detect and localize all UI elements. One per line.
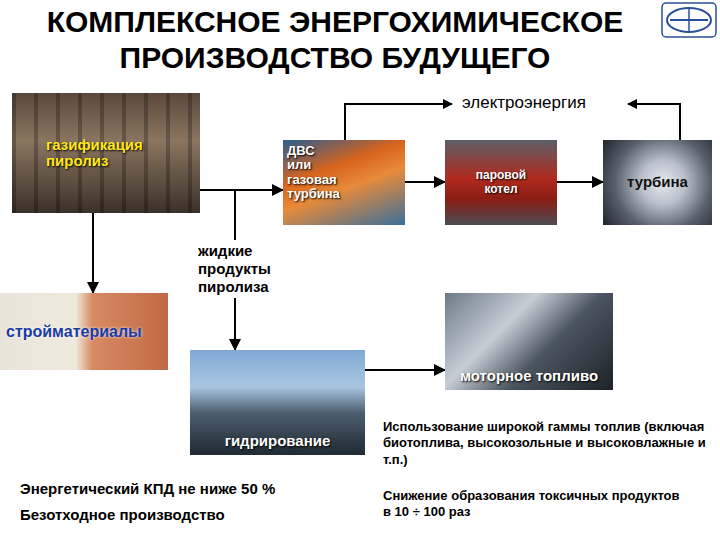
node-label: ДВС или газовая турбина xyxy=(287,144,340,201)
node-label: стройматериалы xyxy=(6,323,142,341)
flow-arrow xyxy=(405,181,445,183)
logo-emblem xyxy=(662,3,716,37)
note-text: Безотходное производство xyxy=(20,506,360,525)
node-label: паровой котел xyxy=(476,169,527,195)
node-label: турбина xyxy=(627,174,688,191)
node-label: моторное топливо xyxy=(460,368,598,385)
materials-photo: стройматериалы xyxy=(0,293,168,370)
flow-arrow xyxy=(92,213,94,293)
flow-arrow xyxy=(365,369,445,371)
edge-label: жидкие продукты пиролиза xyxy=(198,240,290,298)
flow-arrow xyxy=(557,181,603,183)
gasification-photo: газификация пиролиз xyxy=(12,93,200,213)
node-label: газификация пиролиз xyxy=(46,137,143,170)
note-text: Снижение образования токсичных продуктов… xyxy=(383,488,683,521)
note-text: Использование широкой гаммы топлив (вклю… xyxy=(383,419,718,468)
boiler-photo: паровой котел xyxy=(445,140,557,225)
output-label: электроэнергия xyxy=(462,92,627,113)
node-label: гидрирование xyxy=(225,433,331,450)
electricity-line xyxy=(628,104,680,140)
hydrogenation-photo: гидрирование xyxy=(190,350,365,455)
note-text: Энергетический КПД не ниже 50 % xyxy=(20,480,360,499)
turbine-photo: турбина xyxy=(603,140,712,225)
fuel-photo: моторное топливо xyxy=(445,293,613,390)
page-title: КОМПЛЕКСНОЕ ЭНЕРГОХИМИЧЕСКОЕ ПРОИЗВОДСТВ… xyxy=(10,4,660,76)
electricity-line xyxy=(345,104,452,140)
engine-photo: ДВС или газовая турбина xyxy=(283,140,405,225)
